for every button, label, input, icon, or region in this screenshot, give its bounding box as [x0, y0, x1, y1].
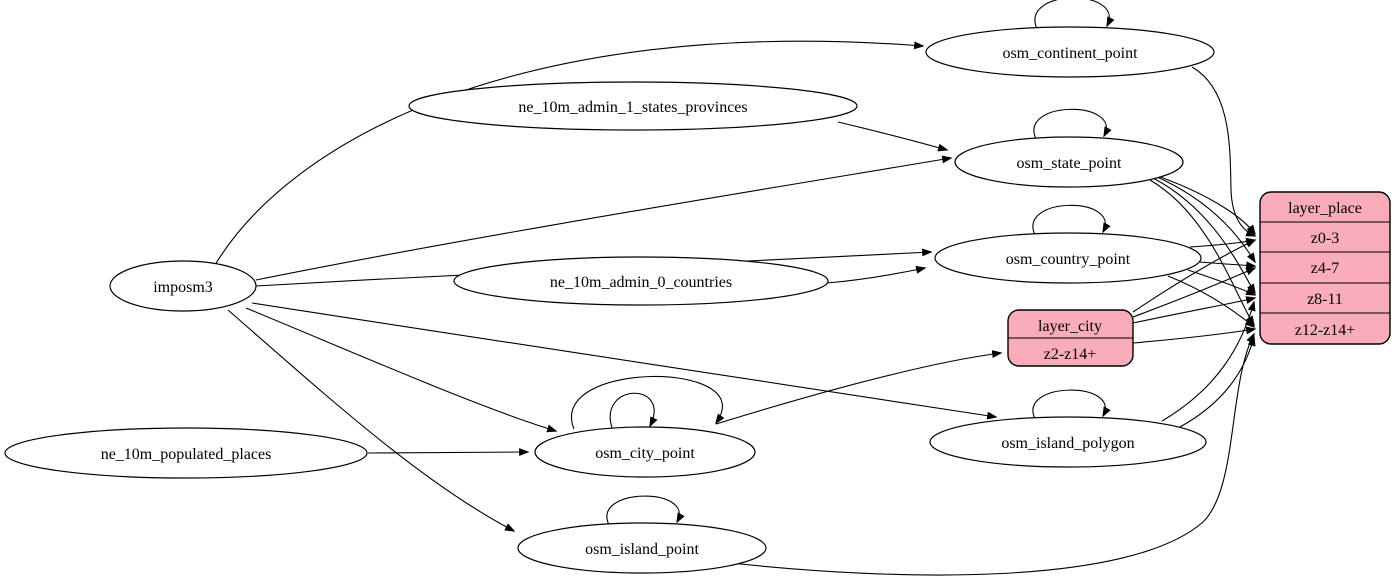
edge-osm-continent-point-layer-place-z0-3 — [1191, 66, 1257, 237]
node-osm-island-point-label: osm_island_point — [585, 541, 699, 558]
self-loop-osm-city-point-inner — [609, 392, 658, 429]
edge-layer-city-layer-place-z0-3 — [1132, 239, 1257, 313]
edge-osm-state-point-layer-place-z8-11 — [1152, 177, 1256, 295]
edge-imposm3-osm-city-point — [245, 307, 558, 433]
edge-layer-city-layer-place-z4-7 — [1132, 267, 1257, 318]
record-layer-city: layer_city z2-z14+ — [1007, 309, 1134, 367]
node-osm-island-polygon: osm_island_polygon — [929, 416, 1207, 468]
node-osm-island-polygon-shape — [929, 416, 1207, 468]
self-loop-osm-state-point — [1033, 108, 1112, 140]
edge-osm-state-point-layer-place-z12-z14 — [1149, 179, 1255, 327]
edge-group — [214, 0, 1257, 576]
edge-ne-10m-admin-0-countries-osm-country-point — [826, 265, 927, 284]
edge-osm-state-point-layer-place-z4-7 — [1154, 175, 1256, 264]
edge-osm-island-polygon-layer-place-z8-11 — [1161, 300, 1256, 422]
edge-layer-city-layer-place-z12-z14 — [1132, 326, 1257, 344]
record-row-z8-11: z8-11 — [1307, 291, 1343, 308]
record-layer-place: layer_place z0-3 z4-7 z8-11 z12-z14+ — [1259, 191, 1391, 345]
self-loop-osm-continent-point — [1034, 0, 1115, 30]
edge-osm-country-point-layer-place-z8-11 — [1187, 269, 1257, 296]
node-osm-island-polygon-label: osm_island_polygon — [1001, 435, 1134, 452]
node-osm-city-point-shape — [534, 426, 756, 478]
edge-osm-state-point-layer-place-z0-3 — [1151, 173, 1256, 236]
node-osm-continent-point: osm_continent_point — [925, 26, 1215, 78]
edge-osm-city-point-layer-city-z2-z14 — [715, 350, 1003, 425]
node-osm-country-point-shape — [934, 232, 1202, 284]
record-row-z12-z14: z12-z14+ — [1295, 322, 1356, 339]
node-osm-state-point-label: osm_state_point — [1017, 155, 1122, 172]
self-loop-osm-island-polygon — [1032, 389, 1111, 420]
edge-osm-island-point-layer-place-z12-z14 — [721, 332, 1255, 576]
edge-ne-10m-admin-1-states-provinces-osm-state-point — [837, 121, 949, 152]
node-ne-10m-admin-0-countries-label: ne_10m_admin_0_countries — [550, 274, 732, 291]
self-loop-osm-island-point — [606, 495, 685, 526]
edge-layer-city-layer-place-z8-11 — [1132, 296, 1257, 324]
node-ne-10m-admin-1-states-provinces: ne_10m_admin_1_states_provinces — [408, 81, 858, 131]
node-osm-country-point: osm_country_point — [934, 232, 1202, 284]
record-layer-place-title: layer_place — [1288, 200, 1362, 217]
record-row-z4-7: z4-7 — [1311, 260, 1339, 277]
edge-ne-10m-populated-places-osm-city-point — [367, 448, 530, 457]
node-ne-10m-admin-1-states-provinces-label: ne_10m_admin_1_states_provinces — [518, 99, 747, 116]
node-osm-country-point-label: osm_country_point — [1006, 251, 1131, 268]
edge-imposm3-osm-island-point — [227, 309, 516, 532]
node-osm-city-point-label: osm_city_point — [595, 445, 695, 462]
self-loop-osm-country-point — [1032, 204, 1111, 236]
edge-imposm3-osm-island-polygon — [251, 302, 998, 420]
record-row-z2-z14: z2-z14+ — [1044, 346, 1097, 363]
edge-imposm3-osm-continent-point — [214, 40, 925, 266]
node-imposm3: imposm3 — [109, 260, 257, 312]
node-ne-10m-populated-places-shape — [4, 427, 368, 479]
self-loop-osm-city-point-outer — [571, 375, 725, 430]
node-osm-city-point: osm_city_point — [534, 426, 756, 478]
node-osm-continent-point-label: osm_continent_point — [1002, 45, 1138, 62]
node-osm-island-point: osm_island_point — [517, 522, 767, 574]
edge-imposm3-osm-state-point — [255, 155, 953, 281]
node-ne-10m-admin-1-states-provinces-shape — [408, 81, 858, 131]
node-ne-10m-populated-places: ne_10m_populated_places — [4, 427, 368, 479]
edge-osm-country-point-layer-place-z4-7 — [1199, 261, 1257, 270]
node-ne-10m-admin-0-countries-shape — [453, 256, 829, 306]
edge-osm-country-point-layer-place-z0-3 — [1189, 237, 1257, 248]
node-imposm3-shape — [109, 260, 257, 312]
node-ne-10m-populated-places-label: ne_10m_populated_places — [101, 446, 272, 463]
record-layer-city-title: layer_city — [1038, 318, 1102, 335]
node-osm-state-point-shape — [954, 136, 1184, 188]
node-osm-continent-point-shape — [925, 26, 1215, 78]
record-row-z0-3: z0-3 — [1311, 230, 1339, 247]
node-imposm3-label: imposm3 — [153, 279, 213, 296]
node-osm-island-point-shape — [517, 522, 767, 574]
node-osm-state-point: osm_state_point — [954, 136, 1184, 188]
record-layer-place-box — [1259, 191, 1391, 345]
edge-osm-island-polygon-layer-place-z12-z14 — [1179, 335, 1256, 428]
node-ne-10m-admin-0-countries: ne_10m_admin_0_countries — [453, 256, 829, 306]
